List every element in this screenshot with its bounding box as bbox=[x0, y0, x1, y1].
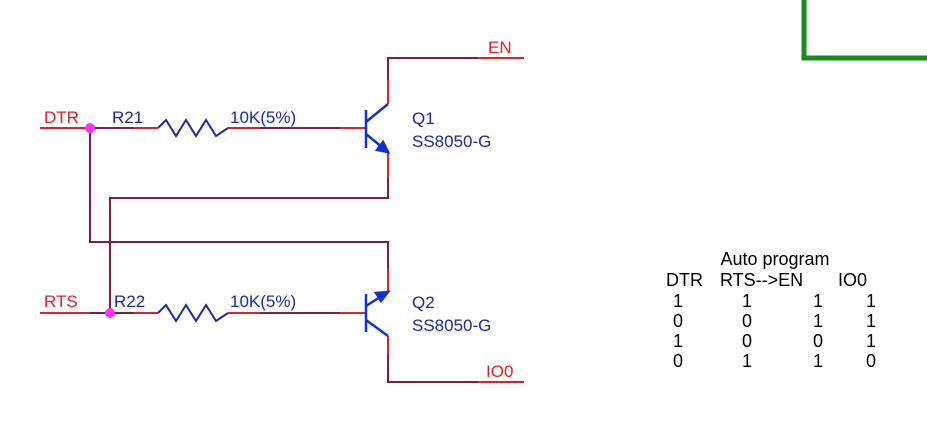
table-cell: 1 bbox=[673, 291, 683, 311]
table-cell: 1 bbox=[866, 291, 876, 311]
transistor-q1-ref: Q1 bbox=[412, 109, 435, 128]
table-cell: 0 bbox=[813, 331, 823, 351]
table-cell: 1 bbox=[742, 291, 752, 311]
net-label-en: EN bbox=[488, 38, 512, 57]
table-cell: 0 bbox=[742, 331, 752, 351]
resistor-r22-value: 10K(5%) bbox=[230, 292, 296, 311]
table-cell: 1 bbox=[813, 351, 823, 371]
table-cell: 1 bbox=[742, 351, 752, 371]
table-cell: 0 bbox=[673, 351, 683, 371]
resistor-r21-ref: R21 bbox=[112, 108, 143, 127]
net-label-dtr: DTR bbox=[44, 108, 79, 127]
transistor-q2-ref: Q2 bbox=[412, 293, 435, 312]
transistor-q1-part: SS8050-G bbox=[412, 132, 491, 151]
table-title: Auto program bbox=[720, 249, 829, 269]
table-header-rts-en: RTS-->EN bbox=[720, 270, 803, 290]
table-cell: 1 bbox=[813, 291, 823, 311]
net-label-rts: RTS bbox=[44, 292, 78, 311]
resistor-r21-symbol bbox=[157, 118, 229, 138]
truth-table: Auto program DTR RTS-->EN IO0 1 1 1 1 0 … bbox=[666, 249, 876, 371]
table-header-dtr: DTR bbox=[666, 270, 703, 290]
wire-en bbox=[387, 57, 524, 80]
resistor-r22-symbol bbox=[157, 303, 229, 323]
junction-rts bbox=[105, 308, 115, 318]
frame-corner bbox=[801, 0, 927, 61]
net-label-io0: IO0 bbox=[486, 362, 513, 381]
table-cell: 0 bbox=[673, 311, 683, 331]
table-cell: 1 bbox=[813, 311, 823, 331]
wire-dtr-cross bbox=[89, 128, 389, 268]
table-cell: 0 bbox=[742, 311, 752, 331]
junction-dtr bbox=[85, 123, 95, 133]
resistor-r21-value: 10K(5%) bbox=[230, 108, 296, 127]
wire-q1-emitter bbox=[109, 178, 389, 313]
transistor-q2-part: SS8050-G bbox=[412, 316, 491, 335]
table-header-io0: IO0 bbox=[838, 270, 867, 290]
transistor-q1-symbol bbox=[364, 103, 391, 154]
table-cell: 1 bbox=[673, 331, 683, 351]
pin-stubs bbox=[40, 57, 524, 383]
transistor-q2-symbol bbox=[364, 290, 391, 338]
resistor-r22-ref: R22 bbox=[114, 292, 145, 311]
table-cell: 1 bbox=[866, 331, 876, 351]
table-cell: 1 bbox=[866, 311, 876, 331]
table-cell: 0 bbox=[866, 351, 876, 371]
